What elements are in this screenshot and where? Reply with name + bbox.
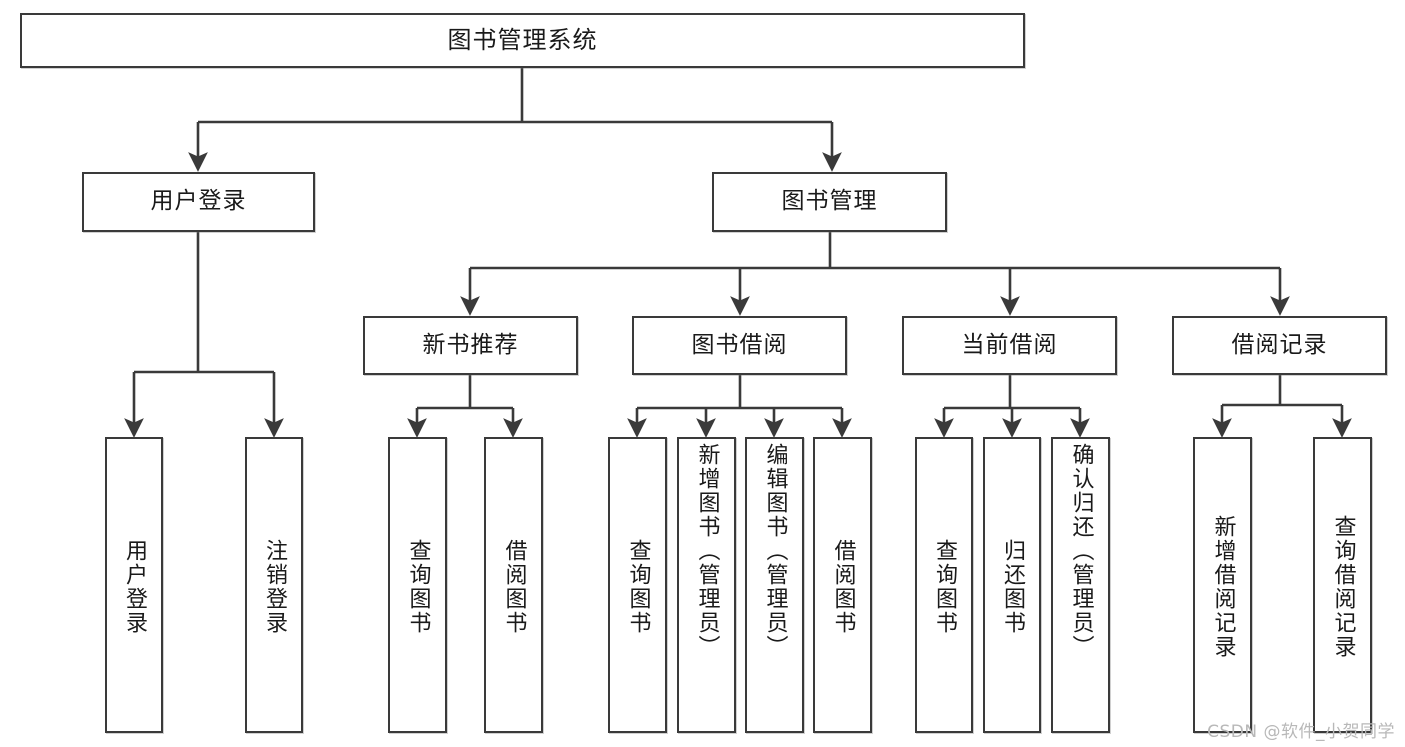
leaf-add-book[interactable]: 新增图书（管理员）: [677, 437, 736, 733]
leaf-add-record[interactable]: 新增借阅记录: [1193, 437, 1252, 733]
leaf-query-book-rec[interactable]: 查询图书: [388, 437, 447, 733]
leaf-return-book-label: 归还图书: [999, 539, 1025, 635]
leaf-logout[interactable]: 注销登录: [245, 437, 303, 733]
node-new-book-rec[interactable]: 新书推荐: [363, 316, 578, 375]
node-user-login-label: 用户登录: [150, 188, 247, 215]
leaf-confirm-return[interactable]: 确认归还（管理员）: [1051, 437, 1110, 733]
node-current-borrow[interactable]: 当前借阅: [902, 316, 1117, 375]
leaf-query-record[interactable]: 查询借阅记录: [1313, 437, 1372, 733]
leaf-return-book[interactable]: 归还图书: [983, 437, 1041, 733]
leaf-query-book-borrow[interactable]: 查询图书: [608, 437, 667, 733]
leaf-borrow-book-rec[interactable]: 借阅图书: [484, 437, 543, 733]
node-new-book-rec-label: 新书推荐: [422, 331, 519, 358]
leaf-borrow-book-label: 借阅图书: [830, 539, 856, 635]
node-current-borrow-label: 当前借阅: [961, 331, 1058, 358]
node-user-login[interactable]: 用户登录: [82, 172, 315, 232]
node-root-system[interactable]: 图书管理系统: [20, 13, 1025, 68]
leaf-query-book-rec-label: 查询图书: [405, 539, 431, 635]
leaf-add-record-label: 新增借阅记录: [1210, 515, 1236, 659]
leaf-query-record-label: 查询借阅记录: [1330, 515, 1356, 659]
leaf-confirm-return-label: 确认归还（管理员）: [1068, 443, 1094, 659]
node-book-manage[interactable]: 图书管理: [712, 172, 947, 232]
leaf-logout-label: 注销登录: [261, 539, 287, 635]
node-root-label: 图书管理系统: [447, 26, 598, 55]
node-book-manage-label: 图书管理: [781, 188, 878, 215]
leaf-query-book-borrow-label: 查询图书: [625, 539, 651, 635]
leaf-borrow-book-rec-label: 借阅图书: [501, 539, 527, 635]
leaf-user-login[interactable]: 用户登录: [105, 437, 163, 733]
node-book-borrow-label: 图书借阅: [691, 331, 788, 358]
node-book-borrow[interactable]: 图书借阅: [632, 316, 847, 375]
leaf-edit-book[interactable]: 编辑图书（管理员）: [745, 437, 804, 733]
leaf-query-book-cur[interactable]: 查询图书: [915, 437, 973, 733]
leaf-user-login-label: 用户登录: [121, 539, 147, 635]
node-borrow-record[interactable]: 借阅记录: [1172, 316, 1387, 375]
leaf-add-book-label: 新增图书（管理员）: [694, 443, 720, 659]
leaf-edit-book-label: 编辑图书（管理员）: [762, 443, 788, 659]
node-borrow-record-label: 借阅记录: [1231, 331, 1328, 358]
leaf-query-book-cur-label: 查询图书: [931, 539, 957, 635]
leaf-borrow-book[interactable]: 借阅图书: [813, 437, 872, 733]
watermark-text: CSDN @软件_小贺同学: [1207, 722, 1395, 742]
